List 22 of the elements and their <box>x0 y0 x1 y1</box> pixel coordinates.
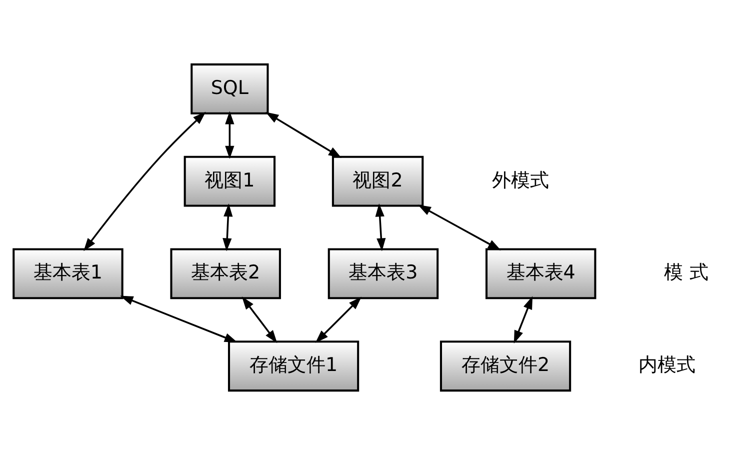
arrow <box>225 110 234 158</box>
node-box: 基本表4 <box>485 248 596 299</box>
arrow <box>266 111 342 158</box>
arrow <box>315 296 362 342</box>
node-box: 视图2 <box>332 155 424 206</box>
label: 内模式 <box>638 354 696 376</box>
label: 模 式 <box>664 261 708 284</box>
arrow <box>514 296 533 344</box>
arrow <box>375 203 386 251</box>
node-box: 基本表1 <box>12 248 124 299</box>
arrow <box>84 111 206 251</box>
label: 外模式 <box>492 168 549 191</box>
node-box: 存储文件1 <box>228 340 360 392</box>
arrow <box>242 296 278 343</box>
arrow <box>120 295 238 342</box>
arrow <box>222 203 233 251</box>
node-box: 基本表2 <box>170 248 281 299</box>
node-box: SQL <box>190 62 269 114</box>
node-box: 视图1 <box>184 155 276 206</box>
node-box: 基本表3 <box>328 248 439 299</box>
arrow <box>418 204 501 250</box>
node-box: 存储文件2 <box>440 340 572 392</box>
